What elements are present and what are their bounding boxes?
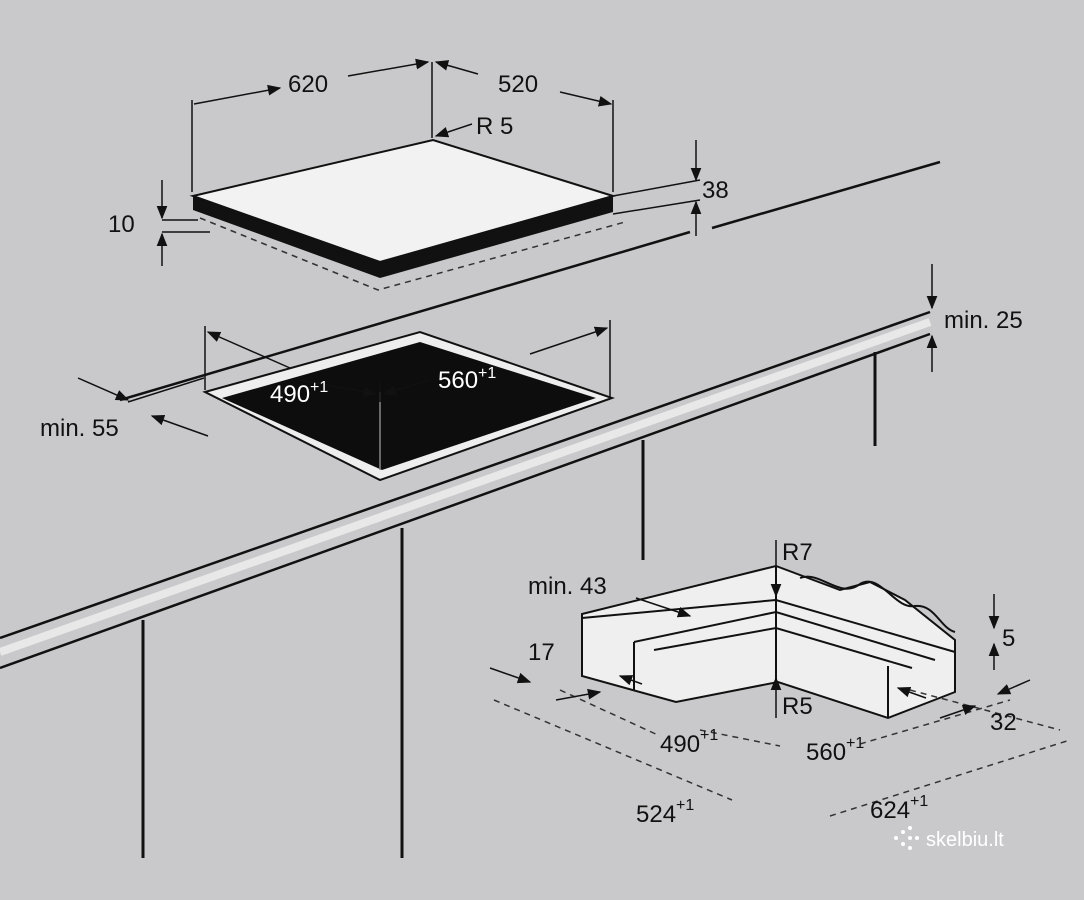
- edge-distance-label: min. 55: [40, 415, 119, 442]
- watermark-text: skelbiu.lt: [926, 829, 1004, 851]
- detail-490-value: 490: [660, 731, 700, 758]
- glass-thickness-label: 10: [108, 211, 135, 238]
- corner-detail: [489, 540, 1071, 817]
- detail-490-label: 490+1: [660, 727, 718, 758]
- detail-560-label: 560+1: [806, 735, 864, 766]
- cutout: [77, 264, 938, 482]
- r7-label: R7: [782, 539, 813, 566]
- detail-560-value: 560: [806, 739, 846, 766]
- detail-524-label: 524+1: [636, 797, 694, 828]
- cutout-width-tolerance: +1: [478, 365, 496, 382]
- watermark-dots-icon: [894, 826, 919, 850]
- hob: [189, 138, 626, 291]
- thirtytwo-label: 32: [990, 709, 1017, 736]
- hob-glass: [189, 138, 617, 264]
- hob-radius-label: R 5: [476, 113, 513, 140]
- cutout-depth-tolerance: +1: [310, 379, 328, 396]
- seventeen-label: 17: [528, 639, 555, 666]
- cutout-width-value: 560: [438, 367, 478, 394]
- detail-560-tolerance: +1: [846, 735, 864, 752]
- detail-524-tolerance: +1: [676, 797, 694, 814]
- cutout-width-label: 560+1: [438, 365, 496, 394]
- cutout-depth-value: 490: [270, 381, 310, 408]
- r5-label: R5: [782, 693, 813, 720]
- worktop: [0, 160, 941, 858]
- detail-624-label: 624+1: [870, 793, 928, 824]
- hob-width-label: 620: [288, 71, 328, 98]
- cutout-hole: [222, 342, 596, 470]
- labels: 620 520 R 5 10 38 min. 55 min. 25 490+1 …: [40, 71, 1023, 828]
- hob-base-outline: [199, 217, 626, 291]
- five-label: 5: [1002, 625, 1015, 652]
- hob-dimensions: [156, 58, 702, 266]
- worktop-thickness-label: min. 25: [944, 307, 1023, 334]
- min43-label: min. 43: [528, 573, 607, 600]
- cutout-depth-label: 490+1: [270, 379, 328, 408]
- detail-624-tolerance: +1: [910, 793, 928, 810]
- watermark: skelbiu.lt: [894, 826, 1004, 851]
- detail-524-value: 524: [636, 801, 676, 828]
- detail-490-tolerance: +1: [700, 727, 718, 744]
- detail-624-value: 624: [870, 797, 910, 824]
- hob-height-label: 38: [702, 177, 729, 204]
- hob-depth-label: 520: [498, 71, 538, 98]
